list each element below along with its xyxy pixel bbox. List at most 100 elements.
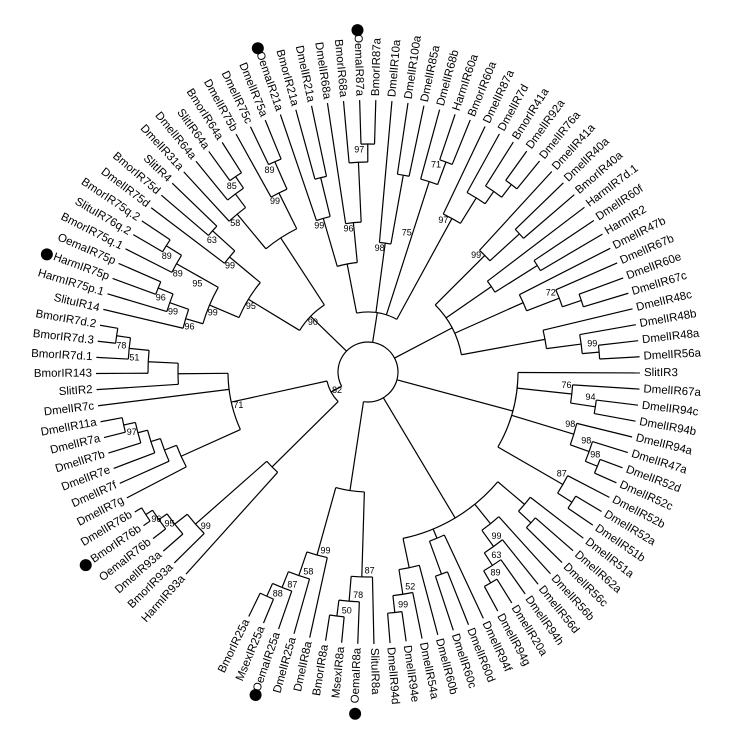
internal-branch — [322, 218, 338, 267]
tip-branch — [498, 516, 551, 575]
tip-branch — [483, 586, 499, 612]
bootstrap-value: 96 — [343, 224, 353, 234]
bootstrap-value: 72 — [546, 288, 556, 298]
bootstrap-value: 96 — [185, 322, 195, 332]
tip-branch — [279, 114, 318, 221]
leaf-label: BmorIR143 — [34, 368, 92, 380]
internal-branch — [517, 387, 572, 395]
tip-branch — [579, 324, 636, 336]
internal-branch — [174, 513, 188, 525]
tip-branch — [103, 308, 184, 329]
tip-branch — [295, 109, 316, 180]
internal-branch — [459, 197, 477, 224]
internal-branch — [148, 361, 179, 364]
bootstrap-value: 63 — [491, 550, 501, 560]
internal-branch — [445, 286, 492, 319]
internal-branch — [320, 177, 331, 217]
tip-branch — [373, 100, 377, 145]
tip-branch — [98, 388, 230, 407]
internal-branch — [497, 446, 564, 486]
tip-branch — [534, 517, 574, 552]
leaf-label: BmorIR7d.3 — [32, 328, 94, 347]
leaf-label: DmelIR94e — [401, 644, 421, 703]
clade-arc-37 — [345, 221, 362, 225]
clade-arc-66 — [557, 475, 569, 494]
internal-branch — [137, 429, 148, 434]
clade-arc-26 — [229, 172, 242, 182]
bootstrap-value: 99 — [225, 260, 235, 270]
internal-branch — [390, 175, 404, 245]
bootstrap-value: 96 — [151, 514, 161, 524]
internal-branch — [546, 343, 582, 350]
tip-branch — [249, 126, 270, 165]
bootstrap-value: 99 — [491, 531, 501, 541]
internal-branch — [557, 492, 573, 503]
tip-branch — [533, 219, 595, 262]
bootstrap-value: 85 — [227, 181, 237, 191]
highlight-dot-marker — [40, 248, 53, 261]
tip-branch — [357, 601, 360, 644]
tip-branch — [118, 262, 162, 283]
internal-branch — [461, 338, 546, 356]
clade-arc-0 — [141, 507, 151, 522]
tip-branch — [326, 102, 347, 224]
tip-branch — [96, 383, 179, 391]
tip-branch — [443, 534, 484, 619]
internal-branch — [165, 245, 182, 256]
bootstrap-value: 95 — [192, 278, 202, 288]
internal-branch — [582, 351, 600, 355]
leaf-label: MsexIR8a — [330, 646, 347, 699]
internal-branch — [585, 460, 598, 467]
tip-branch — [310, 105, 328, 177]
internal-branch — [231, 380, 328, 403]
internal-branch — [123, 421, 136, 426]
bootstrap-value: 96 — [156, 292, 166, 302]
tip-branch — [401, 611, 407, 642]
tip-branch — [501, 539, 539, 585]
bootstrap-value: 98 — [375, 243, 385, 253]
clade-arc-53 — [578, 293, 584, 308]
internal-branch — [413, 181, 430, 230]
tip-branch — [567, 475, 610, 498]
clade-arc-61 — [570, 384, 574, 404]
internal-branch — [392, 595, 396, 613]
internal-branch — [266, 583, 274, 597]
bootstrap-value: 87 — [365, 565, 375, 575]
tip-branch — [278, 590, 293, 630]
tip-branch — [594, 412, 636, 422]
bootstrap-value: 87 — [287, 579, 297, 589]
tip-branch — [555, 262, 618, 291]
tip-branch — [583, 292, 629, 308]
tip-branch — [221, 142, 242, 174]
internal-branch — [428, 540, 443, 575]
internal-branch — [346, 263, 358, 314]
internal-branch — [274, 161, 288, 190]
clade-arc-71 — [483, 559, 502, 572]
bootstrap-value: 97 — [127, 427, 137, 437]
tip-branch — [100, 417, 123, 423]
internal-branch — [164, 444, 177, 451]
internal-branch — [116, 335, 131, 339]
tip-branch — [516, 160, 541, 190]
bootstrap-value: 99 — [201, 521, 211, 531]
bootstrap-value: 75 — [402, 228, 412, 238]
tip-branch — [592, 441, 628, 454]
tip-branch — [141, 220, 171, 241]
internal-branch — [280, 237, 325, 306]
root-arc — [337, 341, 399, 403]
tip-branch — [525, 527, 563, 563]
tip-branch — [185, 471, 279, 575]
bootstrap-value: 52 — [405, 581, 415, 591]
clade-arc-60 — [593, 399, 597, 414]
tip-branch — [248, 592, 261, 617]
tip-branch — [446, 571, 470, 625]
bootstrap-value: 63 — [207, 235, 217, 245]
tip-branch — [396, 102, 409, 175]
internal-branch — [229, 256, 261, 284]
tip-branch — [439, 114, 456, 160]
clade-arc-29 — [268, 158, 282, 166]
tip-branch — [500, 559, 526, 595]
clade-arc-16 — [155, 281, 162, 295]
internal-branch — [394, 327, 453, 359]
internal-branch — [402, 538, 410, 568]
